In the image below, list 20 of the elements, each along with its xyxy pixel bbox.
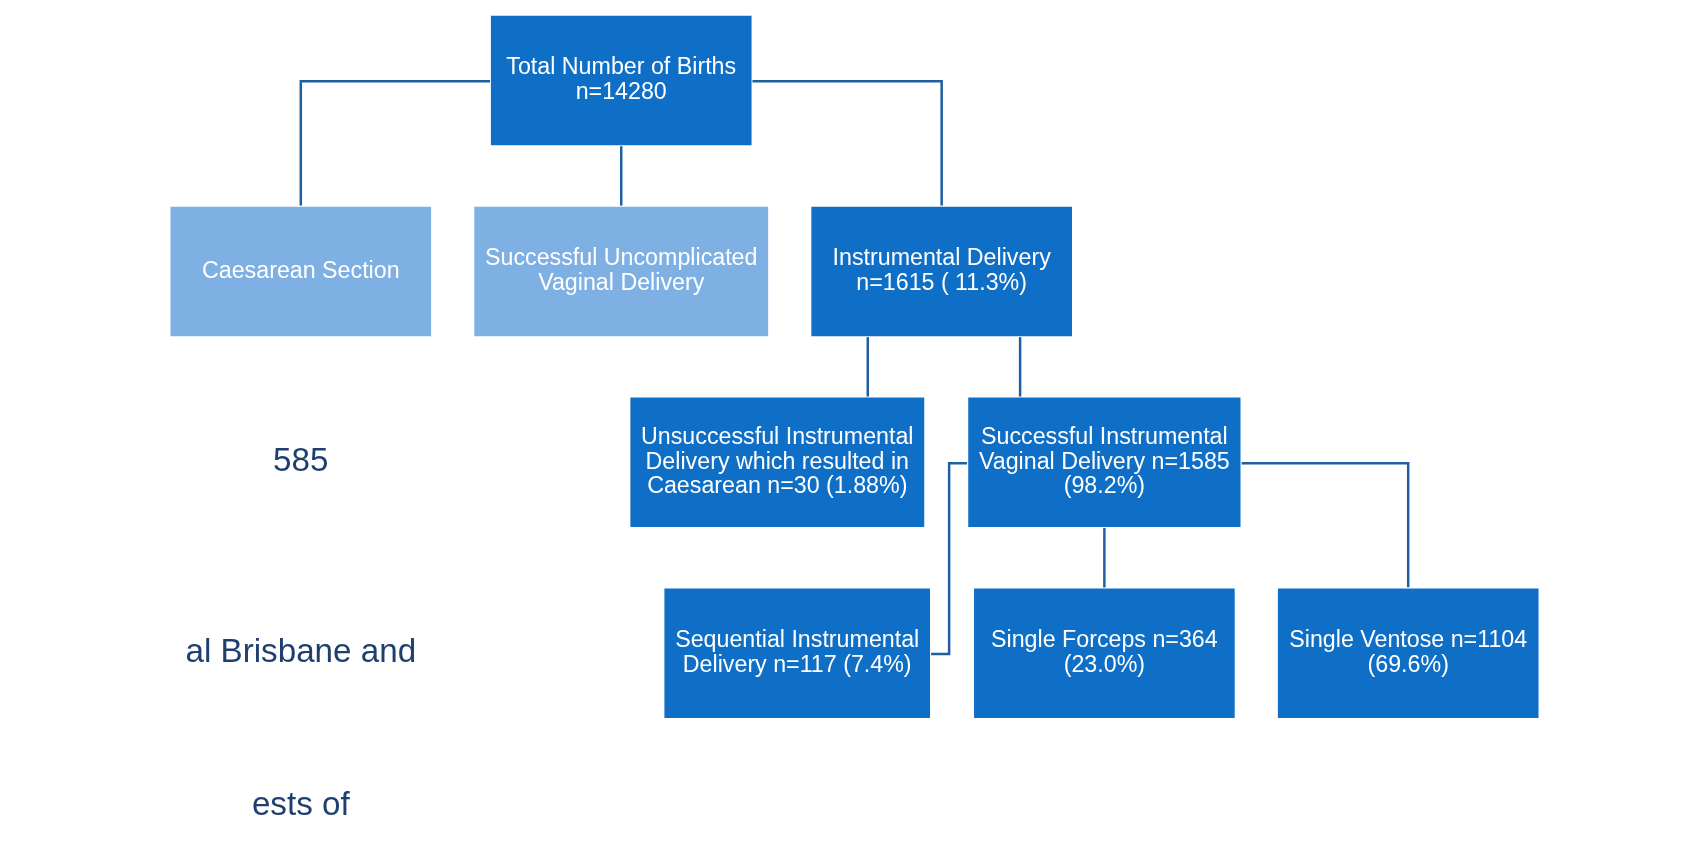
node-box: Single Forceps n=364 (23.0%) — [971, 586, 1236, 720]
node-box: Successful Instrumental Vaginal Delivery n=1585 (98.2%) — [966, 395, 1242, 529]
label: 585 — [272, 440, 328, 478]
node-box: Total Number of Births n=14280 — [488, 14, 753, 147]
connector — [866, 337, 869, 397]
connector — [930, 461, 967, 656]
node-box: Single Ventose n=1104 (69.6%) — [1275, 586, 1540, 720]
connector — [299, 80, 490, 206]
node-box: Unsuccessful Instrumental Delivery which resulted in Caesarean n=30 (1.88%) — [628, 395, 926, 529]
node-box: Instrumental Delivery n=1615 ( 11.3%) — [809, 205, 1074, 338]
connector — [619, 146, 622, 206]
connector — [1018, 337, 1021, 397]
label: al Brisbane and — [184, 631, 416, 669]
connector — [752, 80, 943, 206]
connector — [1241, 461, 1409, 588]
connector — [1102, 528, 1106, 588]
label: ests of — [251, 785, 350, 823]
node-box: Successful Uncomplicated Vaginal Delivery — [472, 205, 770, 338]
node-box: Caesarean Section — [168, 205, 433, 338]
node-box: Sequential Instrumental Delivery n=117 (7.4%) — [662, 586, 932, 720]
